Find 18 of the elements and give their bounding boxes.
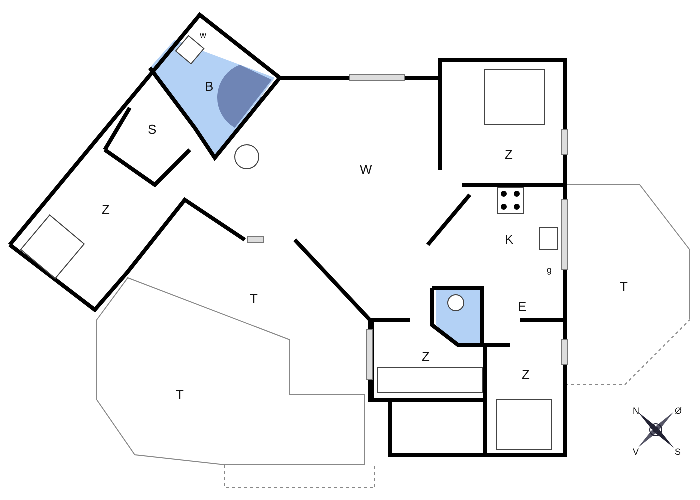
room-label: K [505, 233, 514, 247]
room-label: Z [505, 148, 513, 162]
room-label: Z [522, 368, 530, 382]
room-label: E [518, 300, 527, 314]
compass-letter: Ø [675, 406, 682, 416]
compass-letter: V [633, 447, 640, 457]
compass-letter: N [633, 406, 640, 416]
room-label: Z [422, 350, 430, 364]
room-label: T [176, 388, 184, 402]
room-label: Z [102, 203, 110, 217]
room-label: g [547, 265, 552, 275]
compass-letter: S [675, 447, 682, 457]
room-label: T [620, 280, 628, 294]
room-label: B [205, 80, 214, 94]
room-label: T [250, 292, 258, 306]
room-label: W [360, 163, 372, 177]
room-label: S [148, 123, 157, 137]
room-label: w [200, 30, 206, 40]
